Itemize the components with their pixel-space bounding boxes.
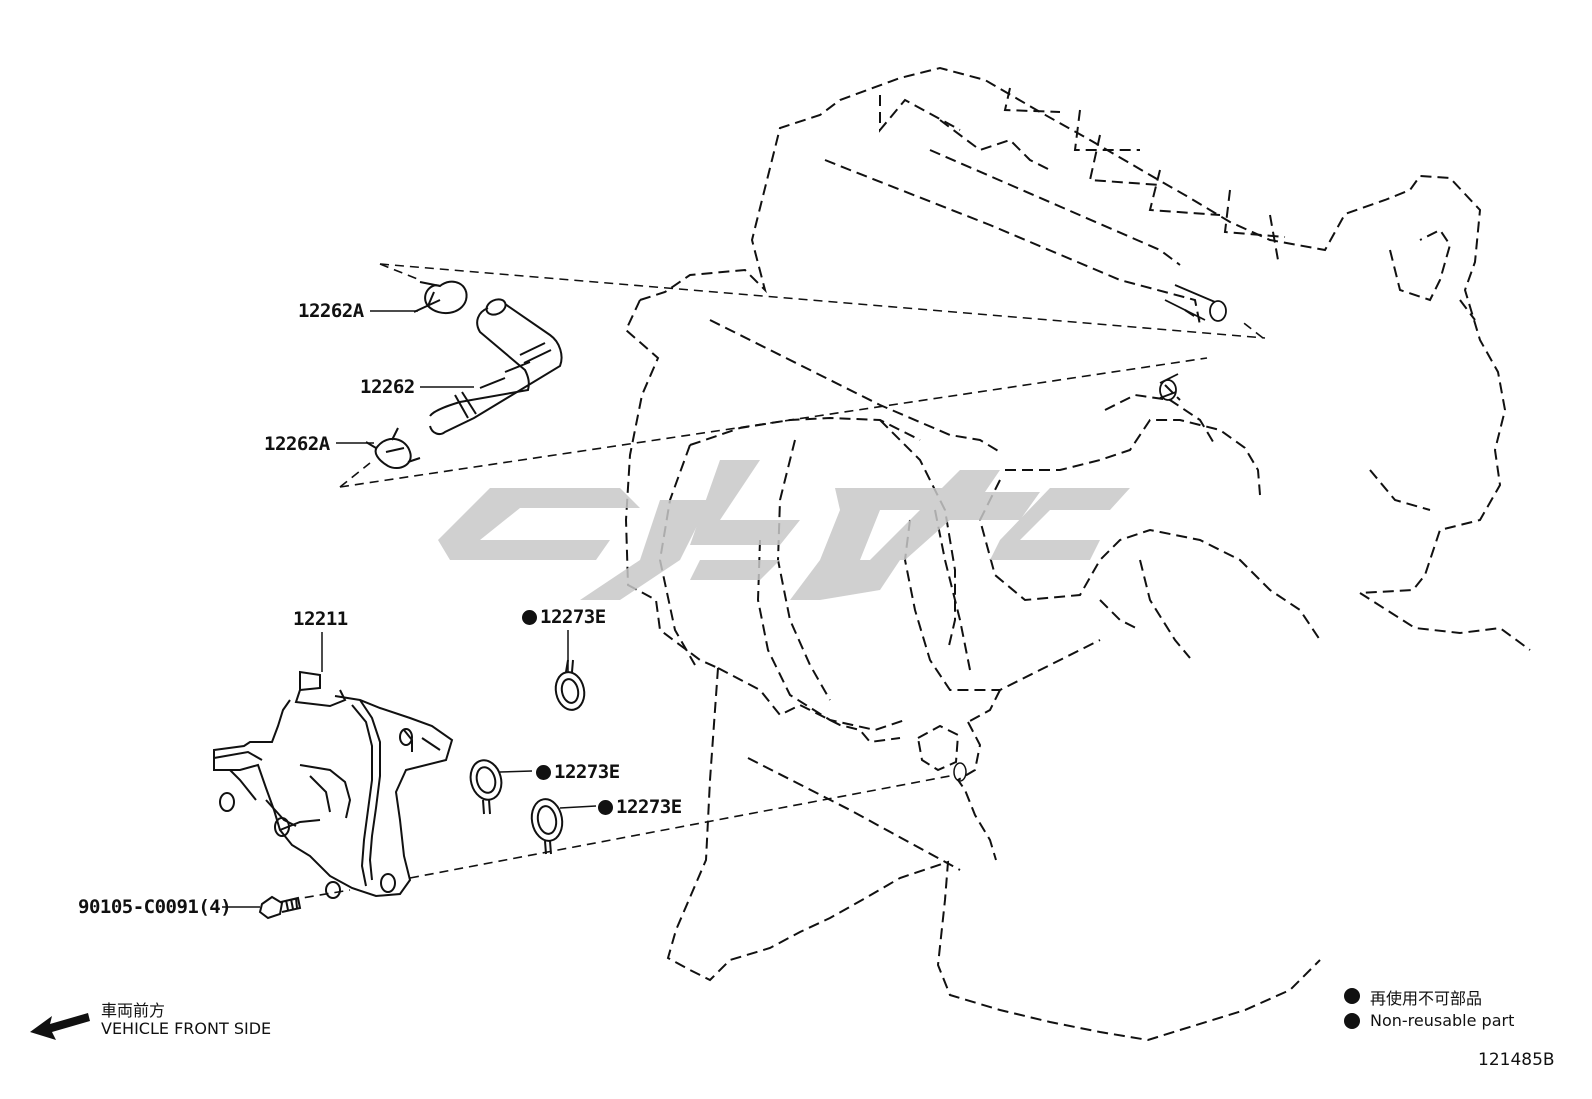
callout-12262: 12262 [360, 376, 415, 398]
hose-12262 [429, 298, 563, 435]
callout-12211: 12211 [293, 608, 348, 630]
callout-12273e-b-text: 12273E [554, 761, 620, 783]
engine-studs [1159, 284, 1227, 401]
cover-holes [219, 728, 413, 899]
legend-dot-icon [1344, 988, 1360, 1004]
legend-label-jp: 再使用不可部品 [1370, 989, 1483, 1008]
cover-12211 [213, 670, 454, 898]
callout-12273e-c: 12273E [598, 796, 682, 818]
gasket-12273e-c [530, 798, 564, 855]
legend-label-en: Non-reusable part [1370, 1011, 1515, 1030]
callout-12273e-a: 12273E [522, 606, 606, 628]
arrow-left-icon [30, 1013, 90, 1040]
gasket-12273e-a [554, 659, 586, 711]
gasket-12273e-b [469, 759, 503, 815]
non-reusable-dot-icon [536, 765, 551, 780]
front-side-label-jp: 車両前方 [101, 1001, 166, 1020]
callout-12262a-top: 12262A [298, 300, 364, 322]
diagram-code: 121485B [1478, 1050, 1555, 1070]
front-side-label-en: VEHICLE FRONT SIDE [101, 1019, 272, 1038]
watermark-logo [438, 460, 1130, 600]
non-reusable-dot-icon [522, 610, 537, 625]
bolt-90105 [258, 895, 302, 920]
phantom-lines [289, 263, 1266, 901]
callout-90105: 90105-C0091(4) [78, 896, 232, 918]
non-reusable-dot-icon [598, 800, 613, 815]
leader-lines [222, 310, 597, 908]
callout-12273e-b: 12273E [536, 761, 620, 783]
clip-12262a-bottom [365, 427, 421, 470]
legend-dot-icon [1344, 1013, 1360, 1029]
callout-12262a-bottom: 12262A [264, 433, 330, 455]
clip-12262a-top [413, 280, 468, 315]
callout-12273e-a-text: 12273E [540, 606, 606, 628]
callout-12273e-c-text: 12273E [616, 796, 682, 818]
